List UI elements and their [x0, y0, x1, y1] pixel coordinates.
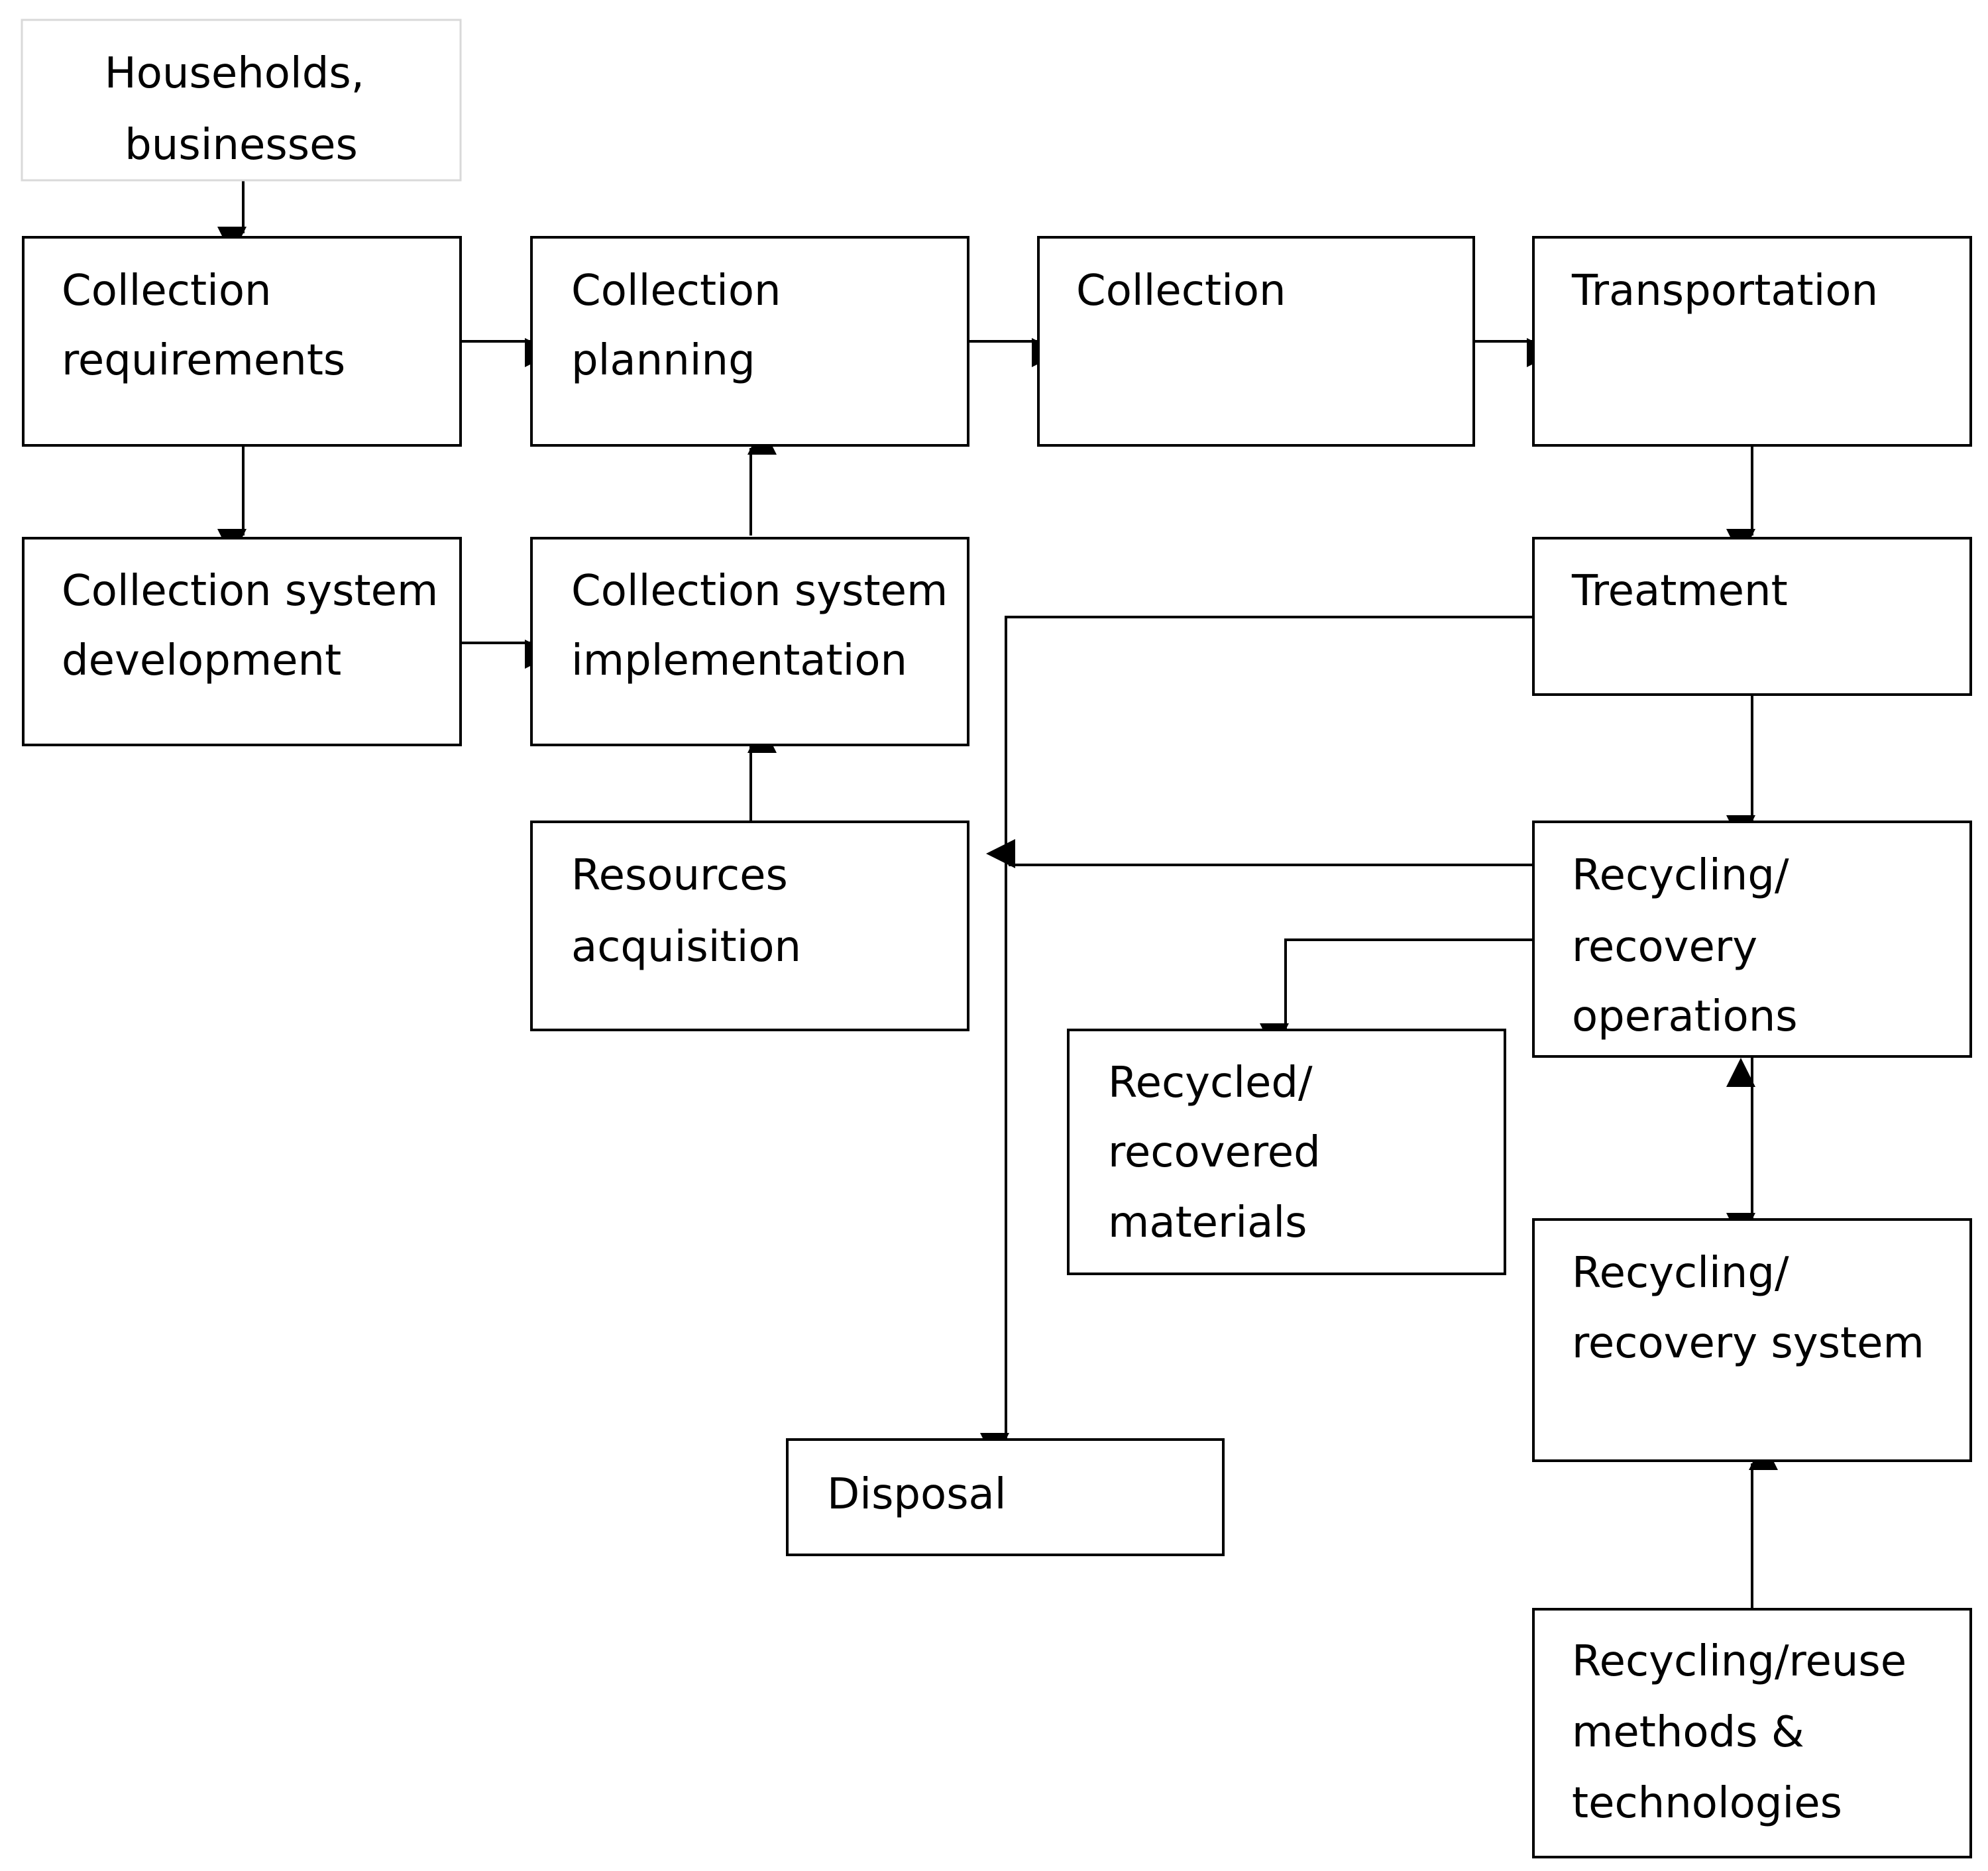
- resources-acquisition-box: Resources acquisition: [530, 821, 969, 1031]
- connectors: [217, 180, 1779, 1609]
- recycled-recovered-materials-line-3: materials: [1108, 1198, 1307, 1247]
- recycling-recovery-operations-line-2: recovery: [1572, 923, 1757, 972]
- svg-text:Collection system implem: Collection system implementation: [571, 567, 962, 685]
- collection-system-implementation-box: Collection system implementation: [530, 537, 969, 746]
- resources-acquisition-line-1: Resources: [571, 851, 788, 900]
- collection-requirements-box: Collection requirements: [22, 236, 462, 447]
- recycling-recovery-system-line-2: recovery system: [1572, 1319, 1924, 1368]
- svg-text:Collection system develo: Collection system development: [62, 567, 452, 685]
- svg-text:Collection: Collection: [1076, 266, 1286, 315]
- collection-system-implementation-line-2: implementation: [571, 636, 907, 685]
- recycling-reuse-methods-line-2: methods &: [1572, 1708, 1804, 1757]
- treatment-box: Treatment: [1532, 537, 1972, 696]
- arrow-treatment-to-disposal: [979, 616, 1533, 1463]
- svg-text:Treatment: Treatment: [1571, 567, 1788, 616]
- svg-text:Collection requirements: Collection requirements: [62, 266, 345, 385]
- collection-requirements-line-2: requirements: [62, 336, 345, 385]
- recycled-recovered-materials-line-1: Recycled/: [1108, 1058, 1313, 1107]
- arrow-recycling-operations-to-materials: [1259, 938, 1533, 1053]
- collection-system-implementation-line-1: Collection system: [571, 567, 948, 616]
- svg-text:Resources acquisition: Resources acquisition: [571, 851, 801, 972]
- collection-requirements-line-1: Collection: [62, 266, 272, 315]
- collection-planning-line-2: planning: [571, 336, 755, 385]
- svg-text:Recycled/ recovered: Recycled/ recovered materials: [1108, 1058, 1334, 1247]
- recycling-reuse-methods-box: Recycling/reuse methods & technologies: [1532, 1608, 1972, 1858]
- svg-text:Transportation: Transportation: [1571, 266, 1878, 315]
- recycled-recovered-materials-box: Recycled/ recovered materials: [1067, 1029, 1506, 1275]
- collection-box: Collection: [1037, 236, 1475, 447]
- svg-text:Recycling/ recovery: Recycling/ recovery operations: [1572, 851, 1802, 1041]
- recycled-recovered-materials-line-2: recovered: [1108, 1128, 1321, 1177]
- recycling-recovery-system-box: Recycling/ recovery system: [1532, 1218, 1972, 1462]
- collection-system-development-line-2: development: [62, 636, 341, 685]
- disposal-line-1: Disposal: [827, 1470, 1007, 1519]
- recycling-recovery-operations-box: Recycling/ recovery operations: [1532, 821, 1972, 1058]
- svg-text:Recycling/reuse methods: Recycling/reuse methods & technologies: [1572, 1637, 1920, 1828]
- transportation-line-1: Transportation: [1571, 266, 1878, 315]
- svg-text:Collection planning: Collection planning: [571, 266, 795, 385]
- collection-system-development-box: Collection system development: [22, 537, 462, 746]
- recycling-reuse-methods-line-1: Recycling/reuse: [1572, 1637, 1906, 1686]
- households-line-1: Households,: [105, 49, 364, 98]
- disposal-box: Disposal: [786, 1438, 1225, 1556]
- svg-text:Recycling/ recovery syst: Recycling/ recovery system: [1572, 1249, 1924, 1368]
- households-line-2: businesses: [125, 121, 358, 170]
- collection-planning-box: Collection planning: [530, 236, 969, 447]
- recycling-recovery-operations-line-3: operations: [1572, 992, 1798, 1041]
- transportation-box: Transportation: [1532, 236, 1972, 447]
- svg-text:Disposal: Disposal: [827, 1470, 1007, 1519]
- recycling-recovery-system-line-1: Recycling/: [1572, 1249, 1789, 1298]
- resources-acquisition-line-2: acquisition: [571, 923, 801, 972]
- treatment-line-1: Treatment: [1571, 567, 1788, 616]
- collection-line-1: Collection: [1076, 266, 1286, 315]
- svg-text:Households, businesses: Households, businesses: [105, 49, 378, 170]
- collection-system-development-line-1: Collection system: [62, 567, 438, 616]
- collection-planning-line-1: Collection: [571, 266, 781, 315]
- households-box: Households, businesses: [21, 19, 462, 182]
- recycling-reuse-methods-line-3: technologies: [1572, 1779, 1842, 1828]
- recycling-recovery-operations-line-1: Recycling/: [1572, 851, 1789, 900]
